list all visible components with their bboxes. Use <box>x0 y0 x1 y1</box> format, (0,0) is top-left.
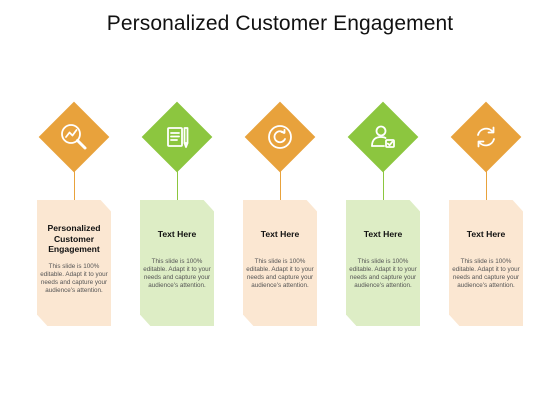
user-check-icon <box>363 117 403 157</box>
card-title: Text Here <box>466 229 506 239</box>
card-title: Personalized Customer Engagement <box>47 223 101 254</box>
text-card: Text Here This slide is 100% editable. A… <box>346 200 420 326</box>
card-title: Text Here <box>260 229 300 239</box>
card-title: Text Here <box>157 229 197 239</box>
card-title: Text Here <box>363 229 403 239</box>
magnifier-chart-icon <box>54 117 94 157</box>
connector-line <box>73 171 75 201</box>
slide-title: Personalized Customer Engagement <box>106 12 454 35</box>
step-item-3: Text Here This slide is 100% editable. A… <box>241 0 319 420</box>
text-card: Text Here This slide is 100% editable. A… <box>449 200 523 326</box>
step-item-2: Text Here This slide is 100% editable. A… <box>138 0 216 420</box>
step-item-1: Personalized Customer Engagement This sl… <box>35 0 113 420</box>
card-description: This slide is 100% editable. Adapt it to… <box>452 258 520 290</box>
card-description: This slide is 100% editable. Adapt it to… <box>40 263 108 295</box>
notebook-pen-icon <box>157 117 197 157</box>
step-item-4: Text Here This slide is 100% editable. A… <box>344 0 422 420</box>
connector-line <box>279 171 281 201</box>
connector-line <box>485 171 487 201</box>
card-description: This slide is 100% editable. Adapt it to… <box>143 258 211 290</box>
connector-line <box>176 171 178 201</box>
step-item-5: Text Here This slide is 100% editable. A… <box>447 0 525 420</box>
connector-line <box>382 171 384 201</box>
text-card: Text Here This slide is 100% editable. A… <box>243 200 317 326</box>
text-card: Personalized Customer Engagement This sl… <box>37 200 111 326</box>
circular-arrow-icon <box>260 117 300 157</box>
refresh-icon <box>466 117 506 157</box>
card-description: This slide is 100% editable. Adapt it to… <box>349 258 417 290</box>
card-description: This slide is 100% editable. Adapt it to… <box>246 258 314 290</box>
text-card: Text Here This slide is 100% editable. A… <box>140 200 214 326</box>
